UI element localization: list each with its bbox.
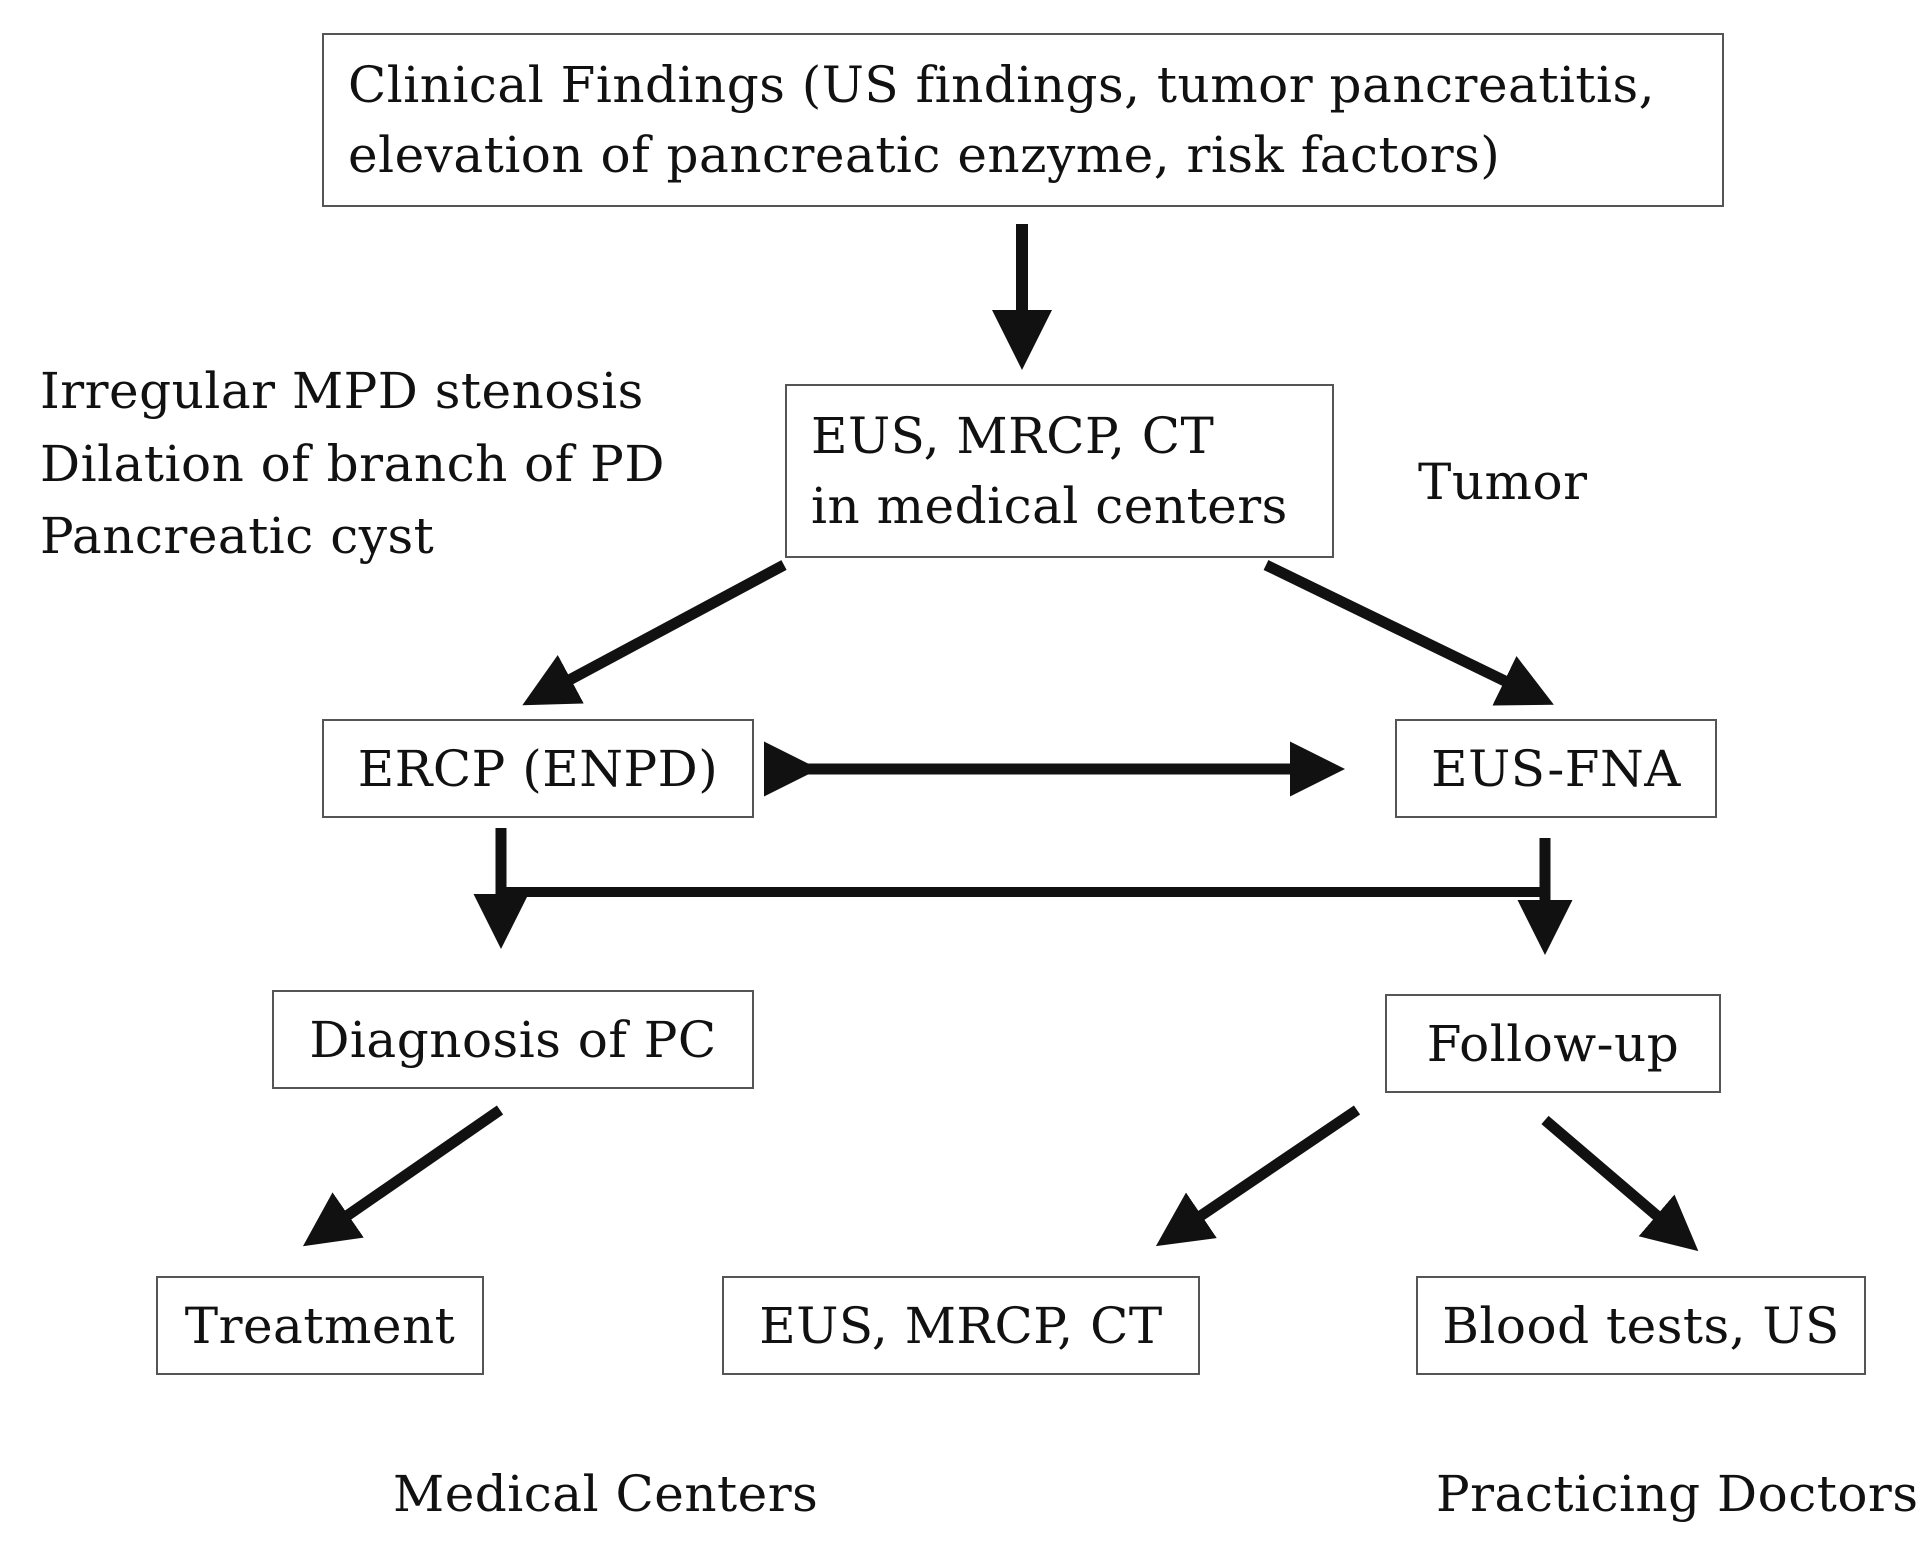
imaging-centers-line1: EUS, MRCP, CT [811,407,1215,465]
arrow-followup-to-bloodtests [1541,1115,1699,1252]
imaging-followup-box: EUS, MRCP, CT [722,1276,1200,1375]
practicing-doctors-label: Practicing Doctors [1436,1465,1919,1523]
left-finding-item: Irregular MPD stenosis [40,362,644,420]
left-finding-item: Pancreatic cyst [40,507,435,565]
blood-tests-label: Blood tests, US [1442,1296,1840,1355]
left-findings-label: Irregular MPD stenosis Dilation of branc… [40,355,665,573]
eus-fna-label: EUS-FNA [1431,739,1681,798]
diagnosis-label: Diagnosis of PC [309,1010,717,1069]
arrow-followup-to-imaging [1155,1105,1361,1247]
diagnosis-box: Diagnosis of PC [272,990,754,1089]
arrow-diagnosis-to-treatment [302,1105,504,1247]
eus-fna-box: EUS-FNA [1395,719,1717,818]
ercp-label: ERCP (ENPD) [357,739,719,798]
imaging-centers-box: EUS, MRCP, CT in medical centers [785,384,1334,558]
arrow-imaging-to-ercp [522,560,787,706]
tumor-label: Tumor [1418,453,1588,511]
clinical-findings-line2: elevation of pancreatic enzyme, risk fac… [348,126,1501,184]
blood-tests-box: Blood tests, US [1416,1276,1866,1375]
treatment-box: Treatment [156,1276,484,1375]
ercp-box: ERCP (ENPD) [322,719,754,818]
clinical-findings-line1: Clinical Findings (US findings, tumor pa… [348,56,1656,114]
clinical-findings-box: Clinical Findings (US findings, tumor pa… [322,33,1724,207]
imaging-centers-line2: in medical centers [811,477,1288,535]
treatment-label: Treatment [184,1296,456,1355]
left-finding-item: Dilation of branch of PD [40,434,665,493]
medical-centers-label: Medical Centers [393,1465,819,1523]
arrow-imaging-to-eusfna [1263,560,1554,706]
follow-up-box: Follow-up [1385,994,1721,1093]
imaging-followup-label: EUS, MRCP, CT [759,1296,1163,1355]
follow-up-label: Follow-up [1426,1014,1680,1073]
